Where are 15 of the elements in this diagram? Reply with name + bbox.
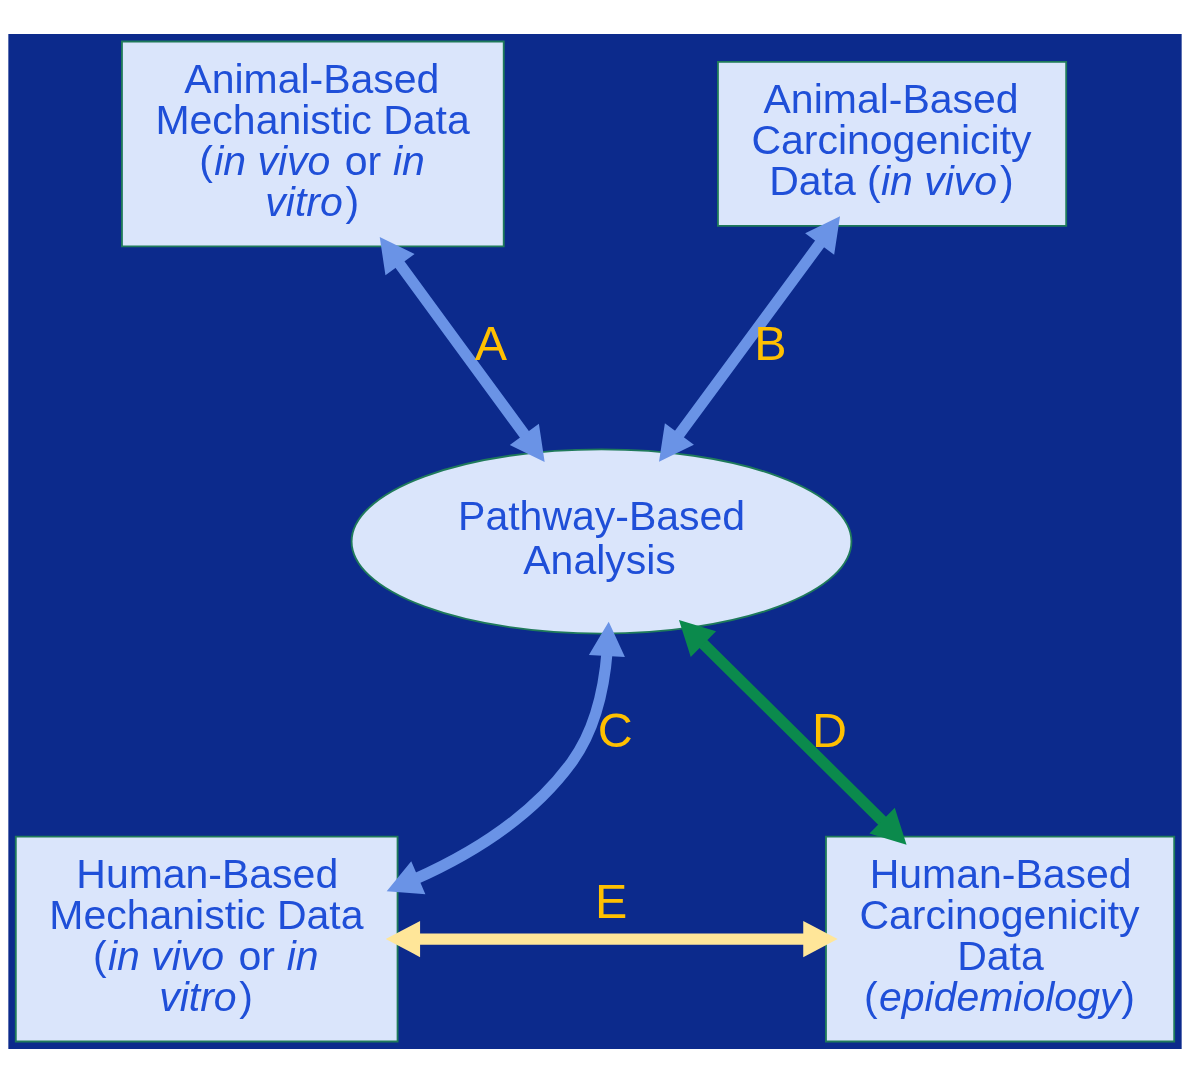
arrow (678, 619, 907, 845)
arrow (659, 216, 841, 462)
edge-label: E (595, 874, 628, 929)
node-ellipse: Pathway-Based Analysis (350, 448, 853, 635)
edge-label: D (811, 702, 847, 757)
edge-label: B (754, 315, 787, 370)
node-box: Animal-Based Mechanistic Data (in vivo or in vitro) (121, 40, 505, 248)
edge-label: A (474, 315, 508, 370)
edge-label: C (597, 702, 633, 757)
node-box: Animal-Based Carcinogenicity Data (in vivo) (717, 61, 1068, 227)
arrow (379, 237, 545, 463)
node-box: Human-Based Carcinogenicity Data (epidemiology) (825, 835, 1176, 1043)
arrow (385, 921, 838, 958)
arrow (386, 621, 625, 895)
node-box: Human-Based Mechanistic Data (in vivo or in vitro) (14, 835, 399, 1043)
